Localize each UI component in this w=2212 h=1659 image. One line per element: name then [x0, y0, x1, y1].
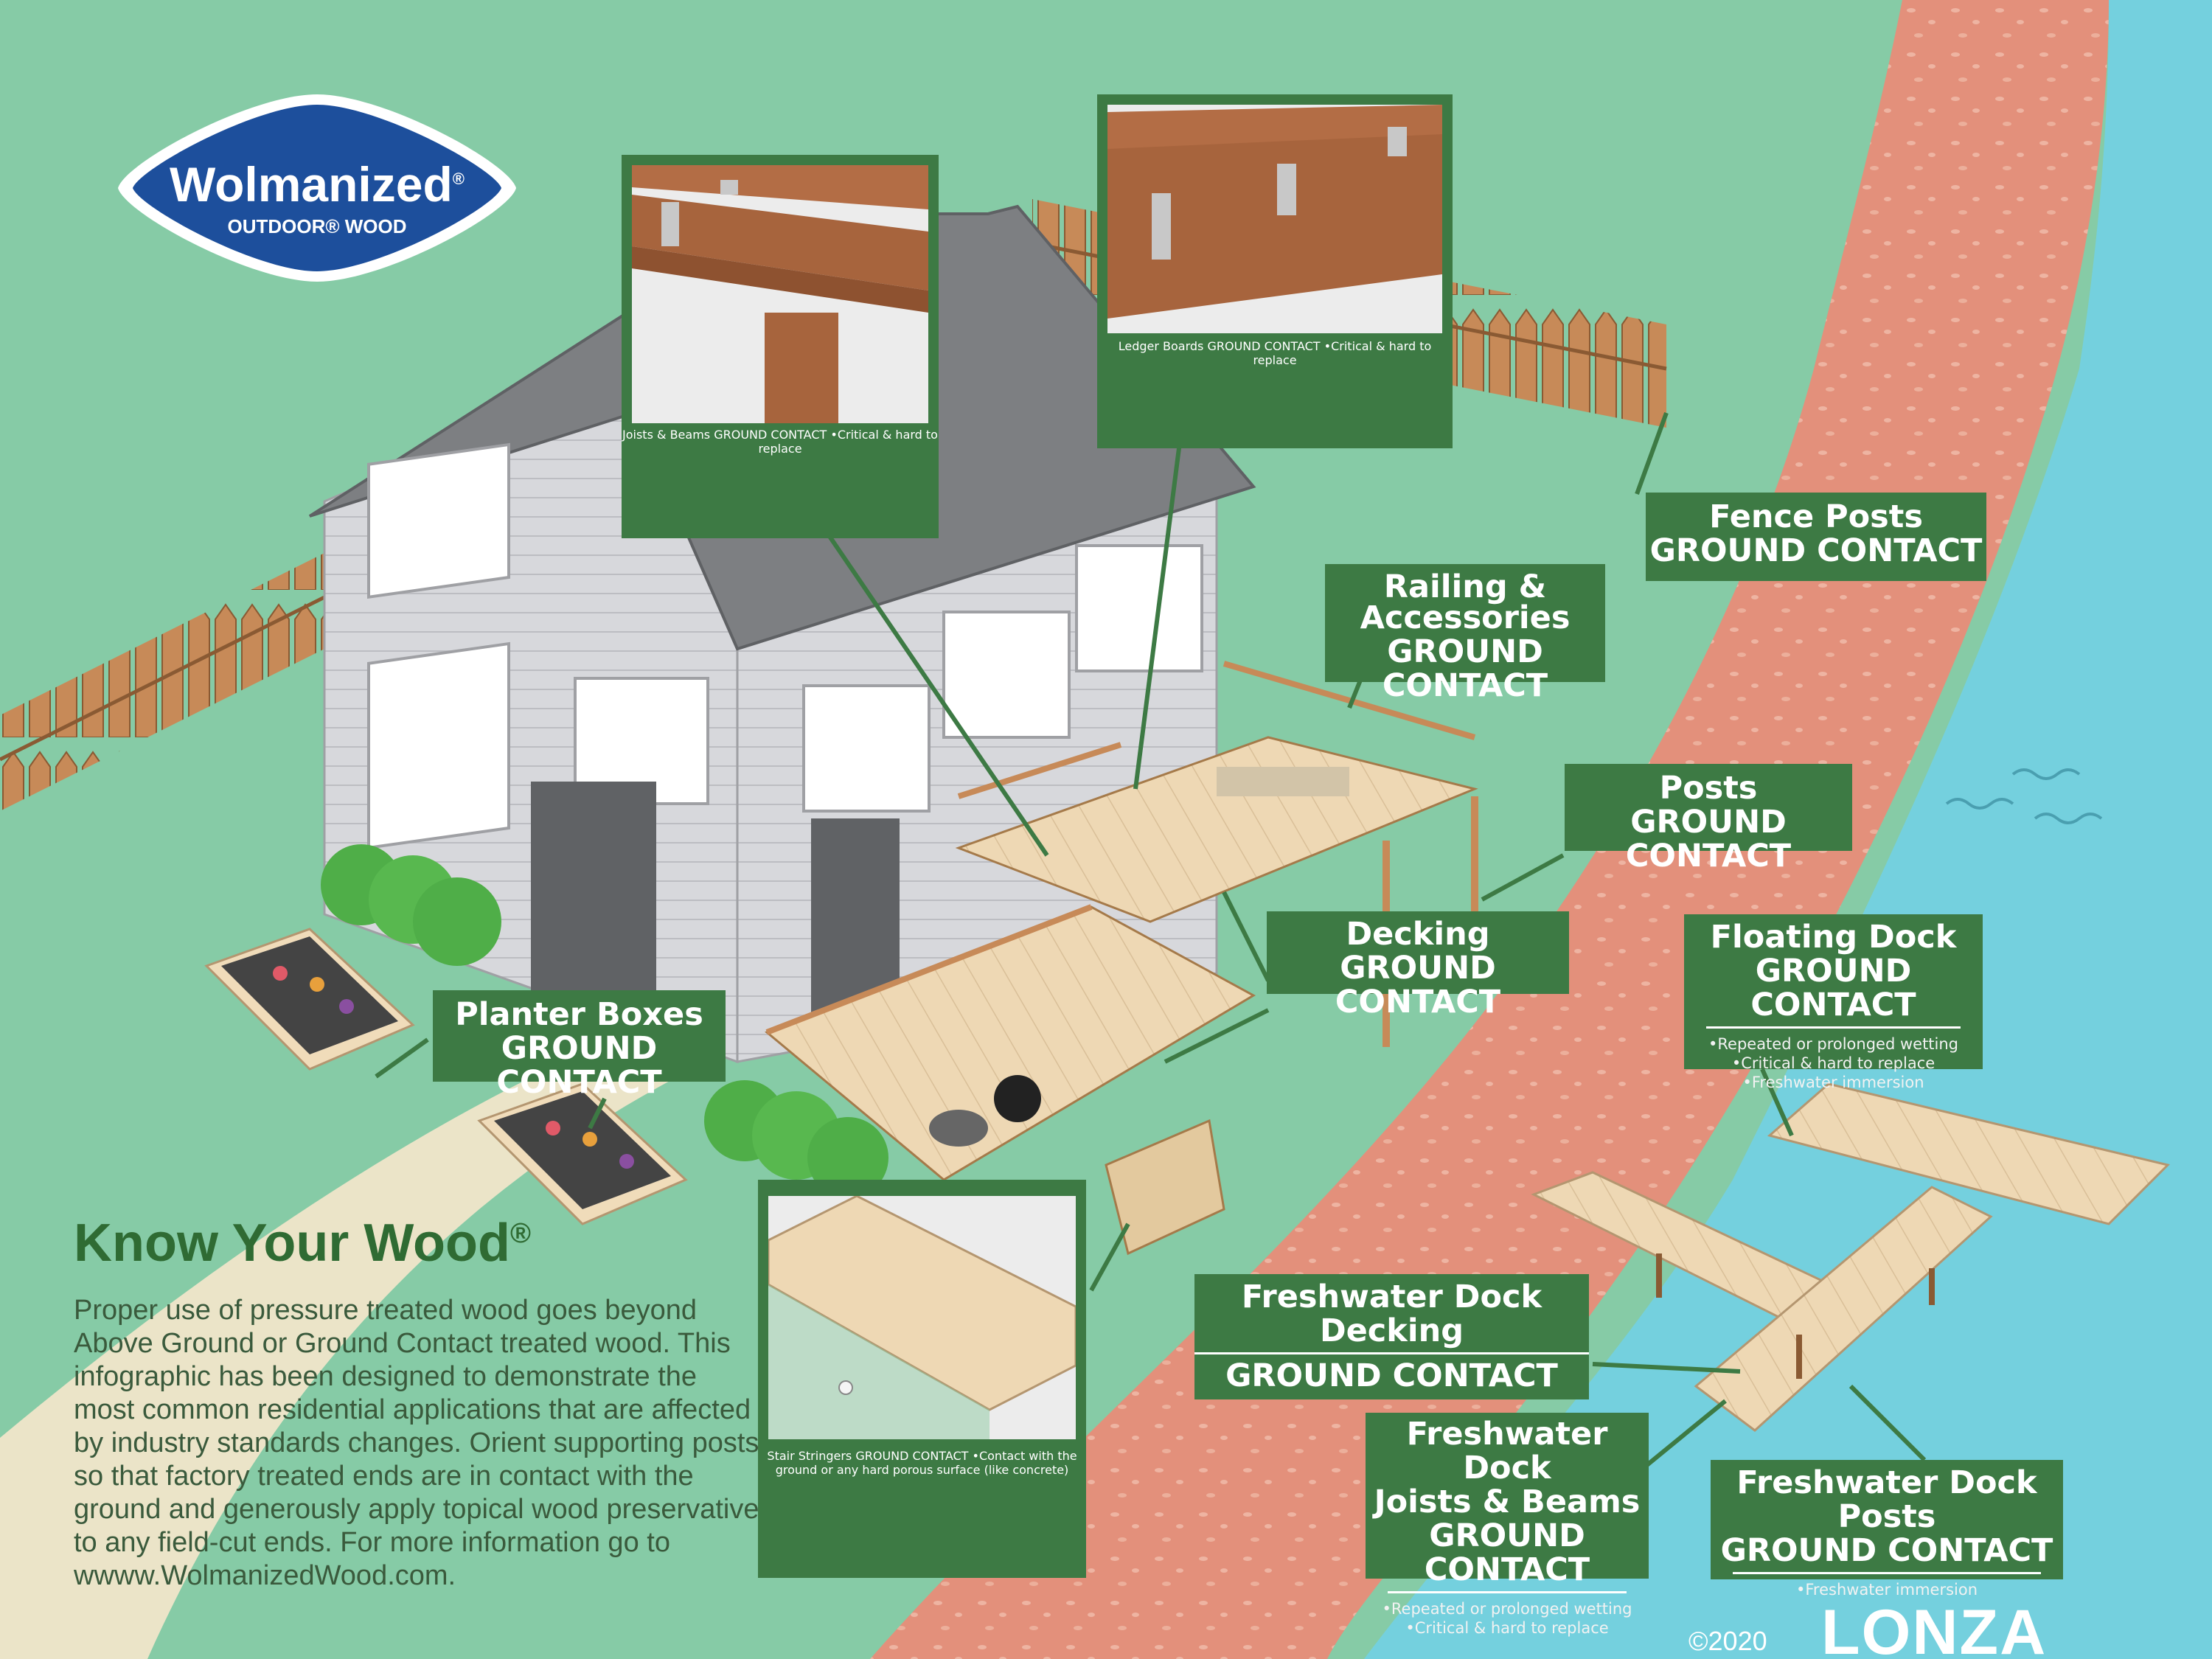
- callout-title-line2: Joists & Beams: [1374, 1484, 1641, 1520]
- callout-joists-beams: Joists & Beams GROUND CONTACT •Critical …: [622, 155, 939, 538]
- callout-stair-stringers: Stair Stringers GROUND CONTACT •Contact …: [758, 1180, 1086, 1578]
- callout-note: •Critical & hard to replace: [758, 428, 938, 456]
- callout-note: •Contact with the ground or any hard: [775, 1449, 1077, 1477]
- divider: [1706, 1026, 1961, 1029]
- leader-lines: [375, 411, 1927, 1470]
- callout-title: Joists & Beams: [622, 428, 711, 442]
- callout-tag: GROUND CONTACT: [1649, 532, 1983, 569]
- shrubs: [321, 844, 888, 1198]
- water-ripples: [1945, 768, 2103, 824]
- callout-note: •Critical & hard to replace: [1731, 1054, 1935, 1072]
- callout-ledger-boards: Ledger Boards GROUND CONTACT •Critical &…: [1097, 94, 1453, 448]
- deck: [765, 661, 1478, 1256]
- planter-beds: [204, 928, 688, 1225]
- docks: [1531, 1082, 2170, 1432]
- callout-railing: Railing & Accessories GROUND CONTACT: [1325, 564, 1605, 703]
- stair-illustration: [767, 1194, 1077, 1439]
- joists-caption: Joists & Beams GROUND CONTACT •Critical …: [622, 428, 939, 456]
- intro-paragraph: Proper use of pressure treated wood goes…: [74, 1295, 759, 1591]
- callout-floating-dock: Floating Dock GROUND CONTACT •Repeated o…: [1684, 914, 1983, 1091]
- callout-tag: GROUND CONTACT: [496, 1030, 662, 1101]
- callout-tag: GROUND CONTACT: [1335, 950, 1501, 1020]
- callout-freshwater-dock-posts: Freshwater Dock Posts GROUND CONTACT •Fr…: [1711, 1460, 2063, 1599]
- callout-note: •Critical & hard to replace: [1405, 1619, 1609, 1637]
- callout-tag: GROUND CONTACT: [1225, 1357, 1558, 1394]
- callout-tag: GROUND CONTACT: [714, 428, 827, 442]
- callout-title: Railing &: [1383, 568, 1547, 605]
- callout-fence-posts: Fence Posts GROUND CONTACT: [1646, 493, 1986, 581]
- callout-tag: GROUND CONTACT: [855, 1449, 969, 1463]
- garden-path: [0, 1018, 737, 1659]
- callout-title: Stair Stringers: [767, 1449, 852, 1463]
- callout-title: Ledger Boards: [1118, 339, 1204, 353]
- callout-title: Floating Dock: [1710, 919, 1957, 956]
- callout-tag: GROUND CONTACT: [1750, 953, 1916, 1023]
- callout-tag: GROUND CONTACT: [1207, 339, 1321, 353]
- wolmanized-logo: Wolmanized® OUTDOOR® WOOD: [111, 88, 524, 288]
- callout-freshwater-dock-decking: Freshwater Dock Decking GROUND CONTACT: [1194, 1274, 1589, 1399]
- stair-caption: Stair Stringers GROUND CONTACT •Contact …: [758, 1449, 1086, 1477]
- callout-note: •Critical & hard to replace: [1253, 339, 1432, 367]
- callout-title: Posts: [1659, 770, 1758, 807]
- logo-subtitle: OUTDOOR® WOOD: [227, 215, 407, 237]
- callout-title-line2: Accessories: [1360, 599, 1571, 636]
- callout-title: Freshwater Dock Posts: [1736, 1464, 2037, 1535]
- callout-freshwater-dock-joists: Freshwater Dock Joists & Beams GROUND CO…: [1366, 1413, 1649, 1637]
- callout-title: Freshwater Dock: [1406, 1416, 1608, 1486]
- water: [1364, 0, 2212, 1659]
- callout-note: •Freshwater immersion: [1742, 1074, 1924, 1091]
- divider: [1733, 1572, 2041, 1574]
- divider: [1194, 1352, 1589, 1354]
- callout-planter-boxes: Planter Boxes GROUND CONTACT: [433, 990, 726, 1099]
- callout-tag: GROUND CONTACT: [1625, 804, 1792, 874]
- know-your-wood-heading: Know Your Wood®: [74, 1214, 531, 1273]
- callout-title: Fence Posts: [1709, 498, 1923, 535]
- callout-note: •Freshwater immersion: [1795, 1581, 1978, 1599]
- divider: [1388, 1591, 1627, 1593]
- callout-tag: GROUND CONTACT: [1424, 1517, 1590, 1588]
- callout-tag: GROUND CONTACT: [1382, 633, 1548, 704]
- ledger-caption: Ledger Boards GROUND CONTACT •Critical &…: [1097, 339, 1453, 367]
- callout-posts: Posts GROUND CONTACT: [1565, 764, 1852, 873]
- joists-illustration: [632, 165, 928, 423]
- callout-title: Decking: [1346, 916, 1490, 953]
- callout-decking: Decking GROUND CONTACT: [1267, 911, 1569, 1019]
- logo-wordmark: Wolmanized®: [169, 157, 465, 212]
- lonza-logo: LONZA: [1821, 1597, 2048, 1659]
- callout-note: •Repeated or prolonged wetting: [1382, 1600, 1632, 1618]
- ledger-illustration: [1107, 105, 1442, 333]
- callout-tag: GROUND CONTACT: [1720, 1532, 2053, 1569]
- callout-note: •Repeated or prolonged wetting: [1708, 1035, 1959, 1053]
- copyright: ©2020: [1688, 1626, 1767, 1656]
- callout-title: Freshwater Dock: [1241, 1279, 1543, 1315]
- callout-title: Planter Boxes: [455, 996, 703, 1033]
- callout-title-line2: Decking: [1319, 1312, 1464, 1349]
- callout-note: porous surface (like concrete): [892, 1463, 1069, 1477]
